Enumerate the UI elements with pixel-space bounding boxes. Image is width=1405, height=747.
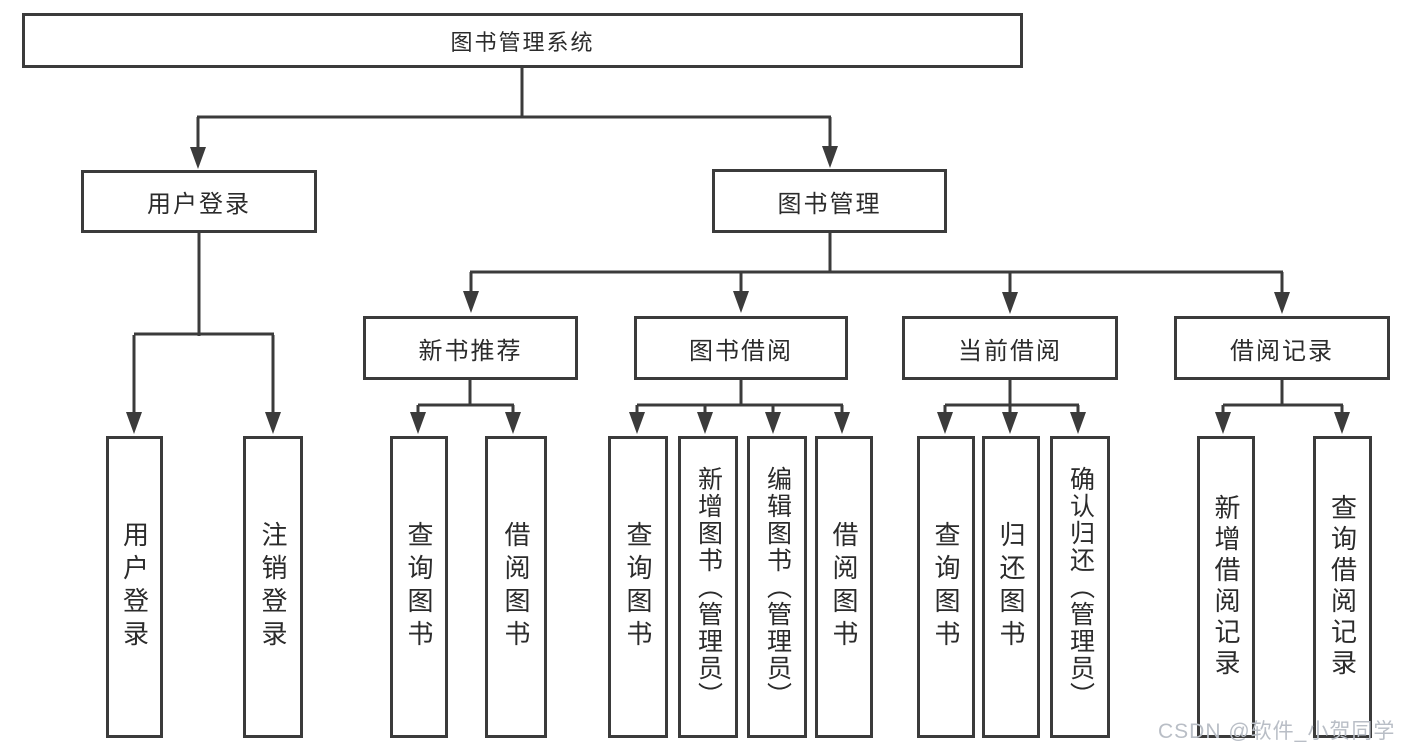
node-new-book-recommendation: 新书推荐 <box>363 316 578 380</box>
node-borrowing-records: 借阅记录 <box>1174 316 1390 380</box>
leaf-add-books-admin: 新增图书（管理员） <box>678 436 738 738</box>
leaf-add-borrow-record: 新增借阅记录 <box>1197 436 1255 738</box>
leaf-query-books-3: 查询图书 <box>917 436 975 738</box>
node-current-borrowing: 当前借阅 <box>902 316 1118 380</box>
leaf-edit-books-admin: 编辑图书（管理员） <box>747 436 807 738</box>
leaf-query-borrow-record: 查询借阅记录 <box>1313 436 1372 738</box>
leaf-borrow-books-2: 借阅图书 <box>815 436 873 738</box>
leaf-logout: 注销登录 <box>243 436 303 738</box>
leaf-borrow-books-1: 借阅图书 <box>485 436 547 738</box>
connector-lines <box>132 68 1344 416</box>
leaf-return-books: 归还图书 <box>982 436 1040 738</box>
leaf-user-login: 用户登录 <box>106 436 163 738</box>
node-book-borrowing: 图书借阅 <box>634 316 848 380</box>
node-book-management-branch: 图书管理 <box>712 169 947 233</box>
node-user-login-branch: 用户登录 <box>81 170 317 233</box>
leaf-query-books-2: 查询图书 <box>608 436 668 738</box>
leaf-query-books-1: 查询图书 <box>390 436 448 738</box>
csdn-watermark: CSDN @软件_小贺同学 <box>1158 720 1396 743</box>
node-library-management-system: 图书管理系统 <box>22 13 1023 68</box>
leaf-confirm-return-admin: 确认归还（管理员） <box>1050 436 1110 738</box>
